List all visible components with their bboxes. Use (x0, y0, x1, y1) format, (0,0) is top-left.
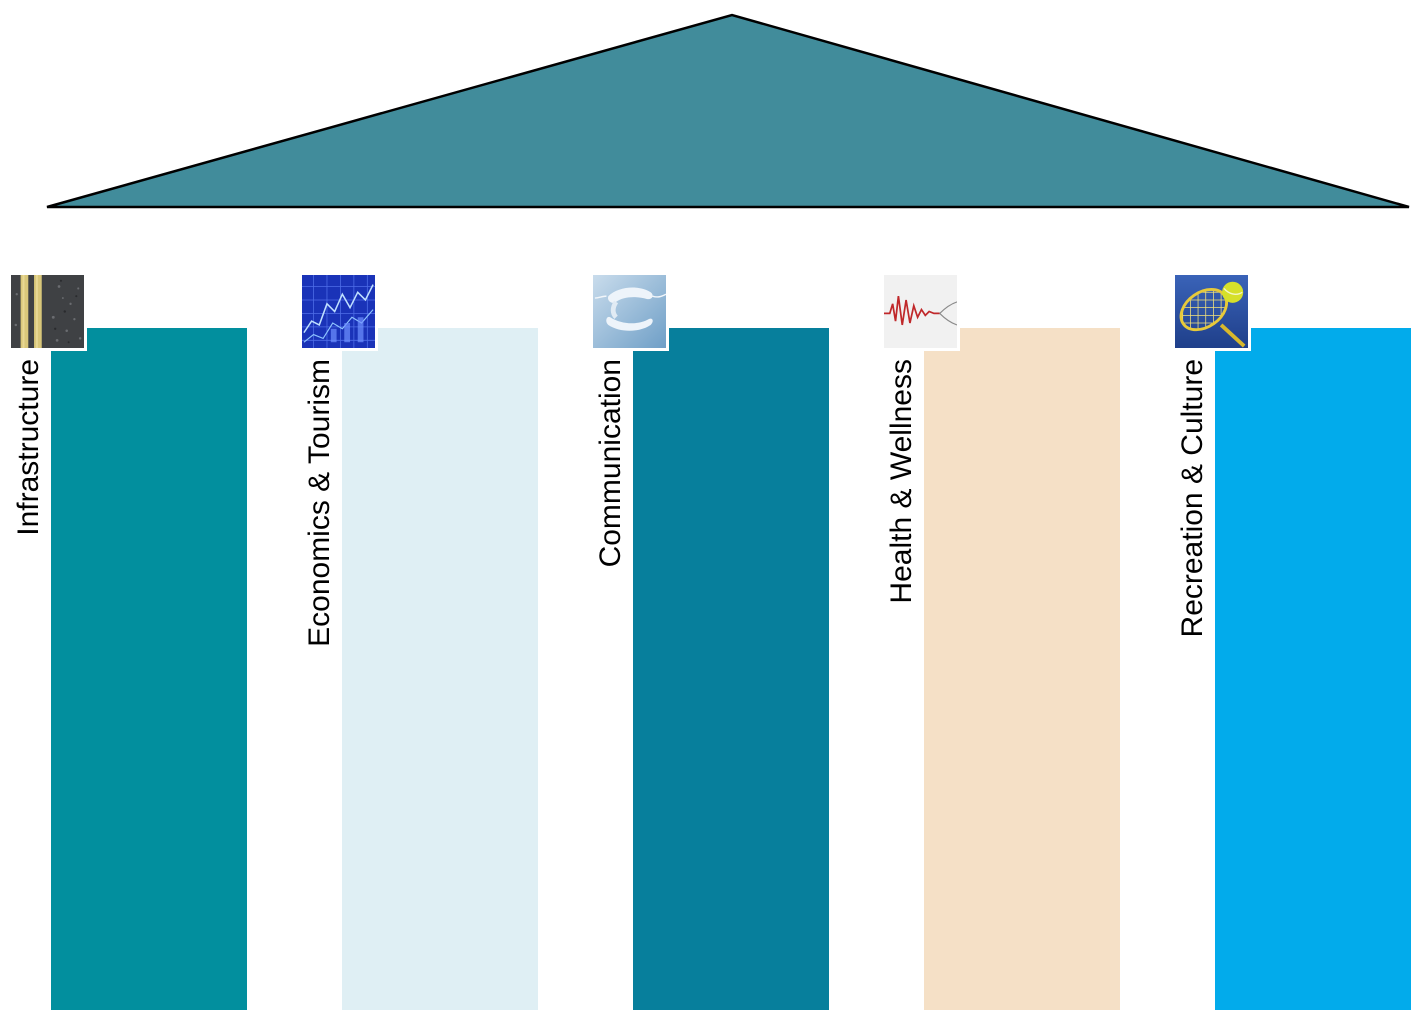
pillar-bar (633, 328, 829, 1010)
pillar-label: Communication (594, 359, 627, 568)
pillar-bar (1215, 328, 1411, 1010)
pillar-communication: Communication (593, 275, 833, 1010)
financial-chart-icon (302, 275, 378, 351)
pillar-label: Recreation & Culture (1176, 359, 1209, 638)
heartbeat-pulse-icon (884, 275, 960, 351)
pillar-bar (924, 328, 1120, 1010)
pillar-label: Infrastructure (12, 359, 45, 536)
asphalt-road-icon (11, 275, 87, 351)
pillar-bar (342, 328, 538, 1010)
pillar-bar (51, 328, 247, 1010)
pillar-recreation-culture: Recreation & Culture (1175, 275, 1411, 1010)
pillar-health-wellness: Health & Wellness (884, 275, 1124, 1010)
telephone-icon (593, 275, 669, 351)
roof-triangle (46, 13, 1410, 209)
pillar-infrastructure: Infrastructure (11, 275, 251, 1010)
tennis-racket-icon (1175, 275, 1251, 351)
pillar-label: Economics & Tourism (303, 359, 336, 647)
pillar-label: Health & Wellness (885, 359, 918, 604)
pillar-economics-tourism: Economics & Tourism (302, 275, 542, 1010)
